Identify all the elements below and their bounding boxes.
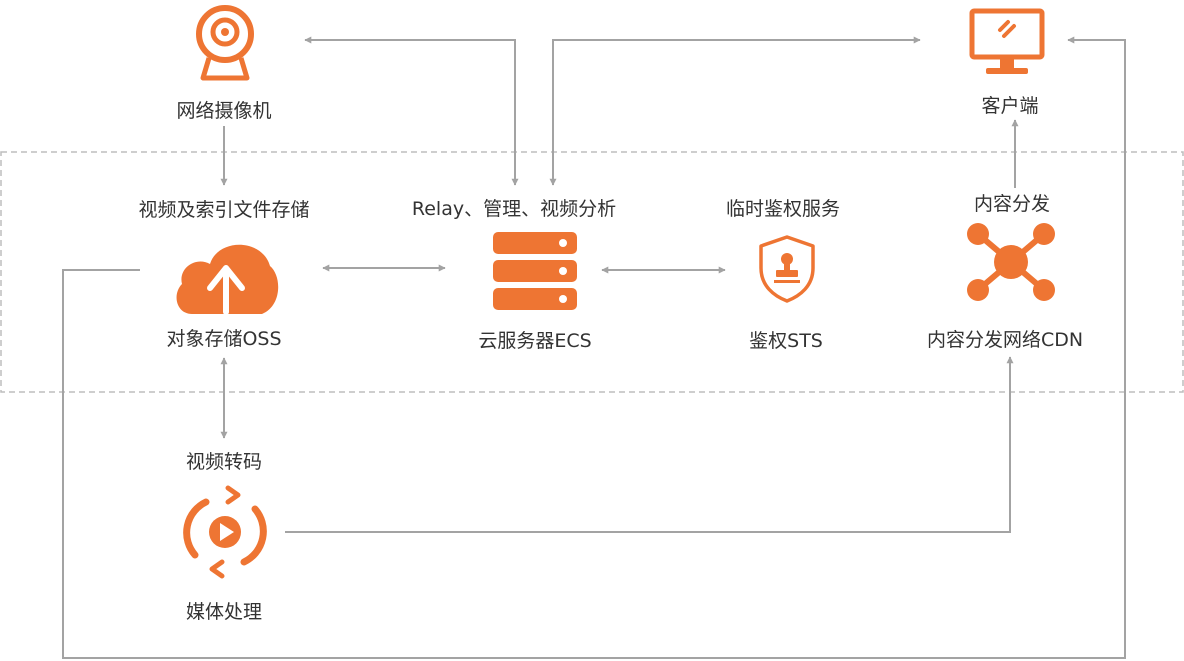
oss-label: 对象存储OSS (166, 328, 282, 350)
cdn-label: 内容分发网络CDN (926, 329, 1084, 351)
sts-caption: 临时鉴权服务 (725, 198, 841, 220)
client-label: 客户端 (981, 95, 1039, 117)
edge-ecs-to-camera (304, 36, 519, 186)
network-hub-icon (967, 223, 1055, 301)
ecs-label: 云服务器ECS (478, 330, 592, 352)
cdn-caption: 内容分发 (973, 193, 1051, 215)
mps-caption: 视频转码 (185, 451, 263, 473)
edge-ecs-to-client (549, 36, 921, 186)
oss-caption: 视频及索引文件存储 (138, 199, 310, 221)
monitor-icon (969, 8, 1045, 74)
edge-mps-to-cdn (285, 356, 1014, 533)
shield-stamp-icon (759, 235, 815, 303)
webcam-icon (196, 5, 254, 81)
server-icon (493, 232, 577, 310)
cloud-upload-icon (176, 244, 279, 315)
ecs-caption: Relay、管理、视频分析 (411, 198, 617, 220)
edge-oss-to-client (62, 36, 1126, 659)
mps-label: 媒体处理 (185, 601, 263, 623)
refresh-play-icon (183, 485, 267, 579)
camera-label: 网络摄像机 (176, 100, 272, 122)
sts-label: 鉴权STS (749, 330, 823, 352)
